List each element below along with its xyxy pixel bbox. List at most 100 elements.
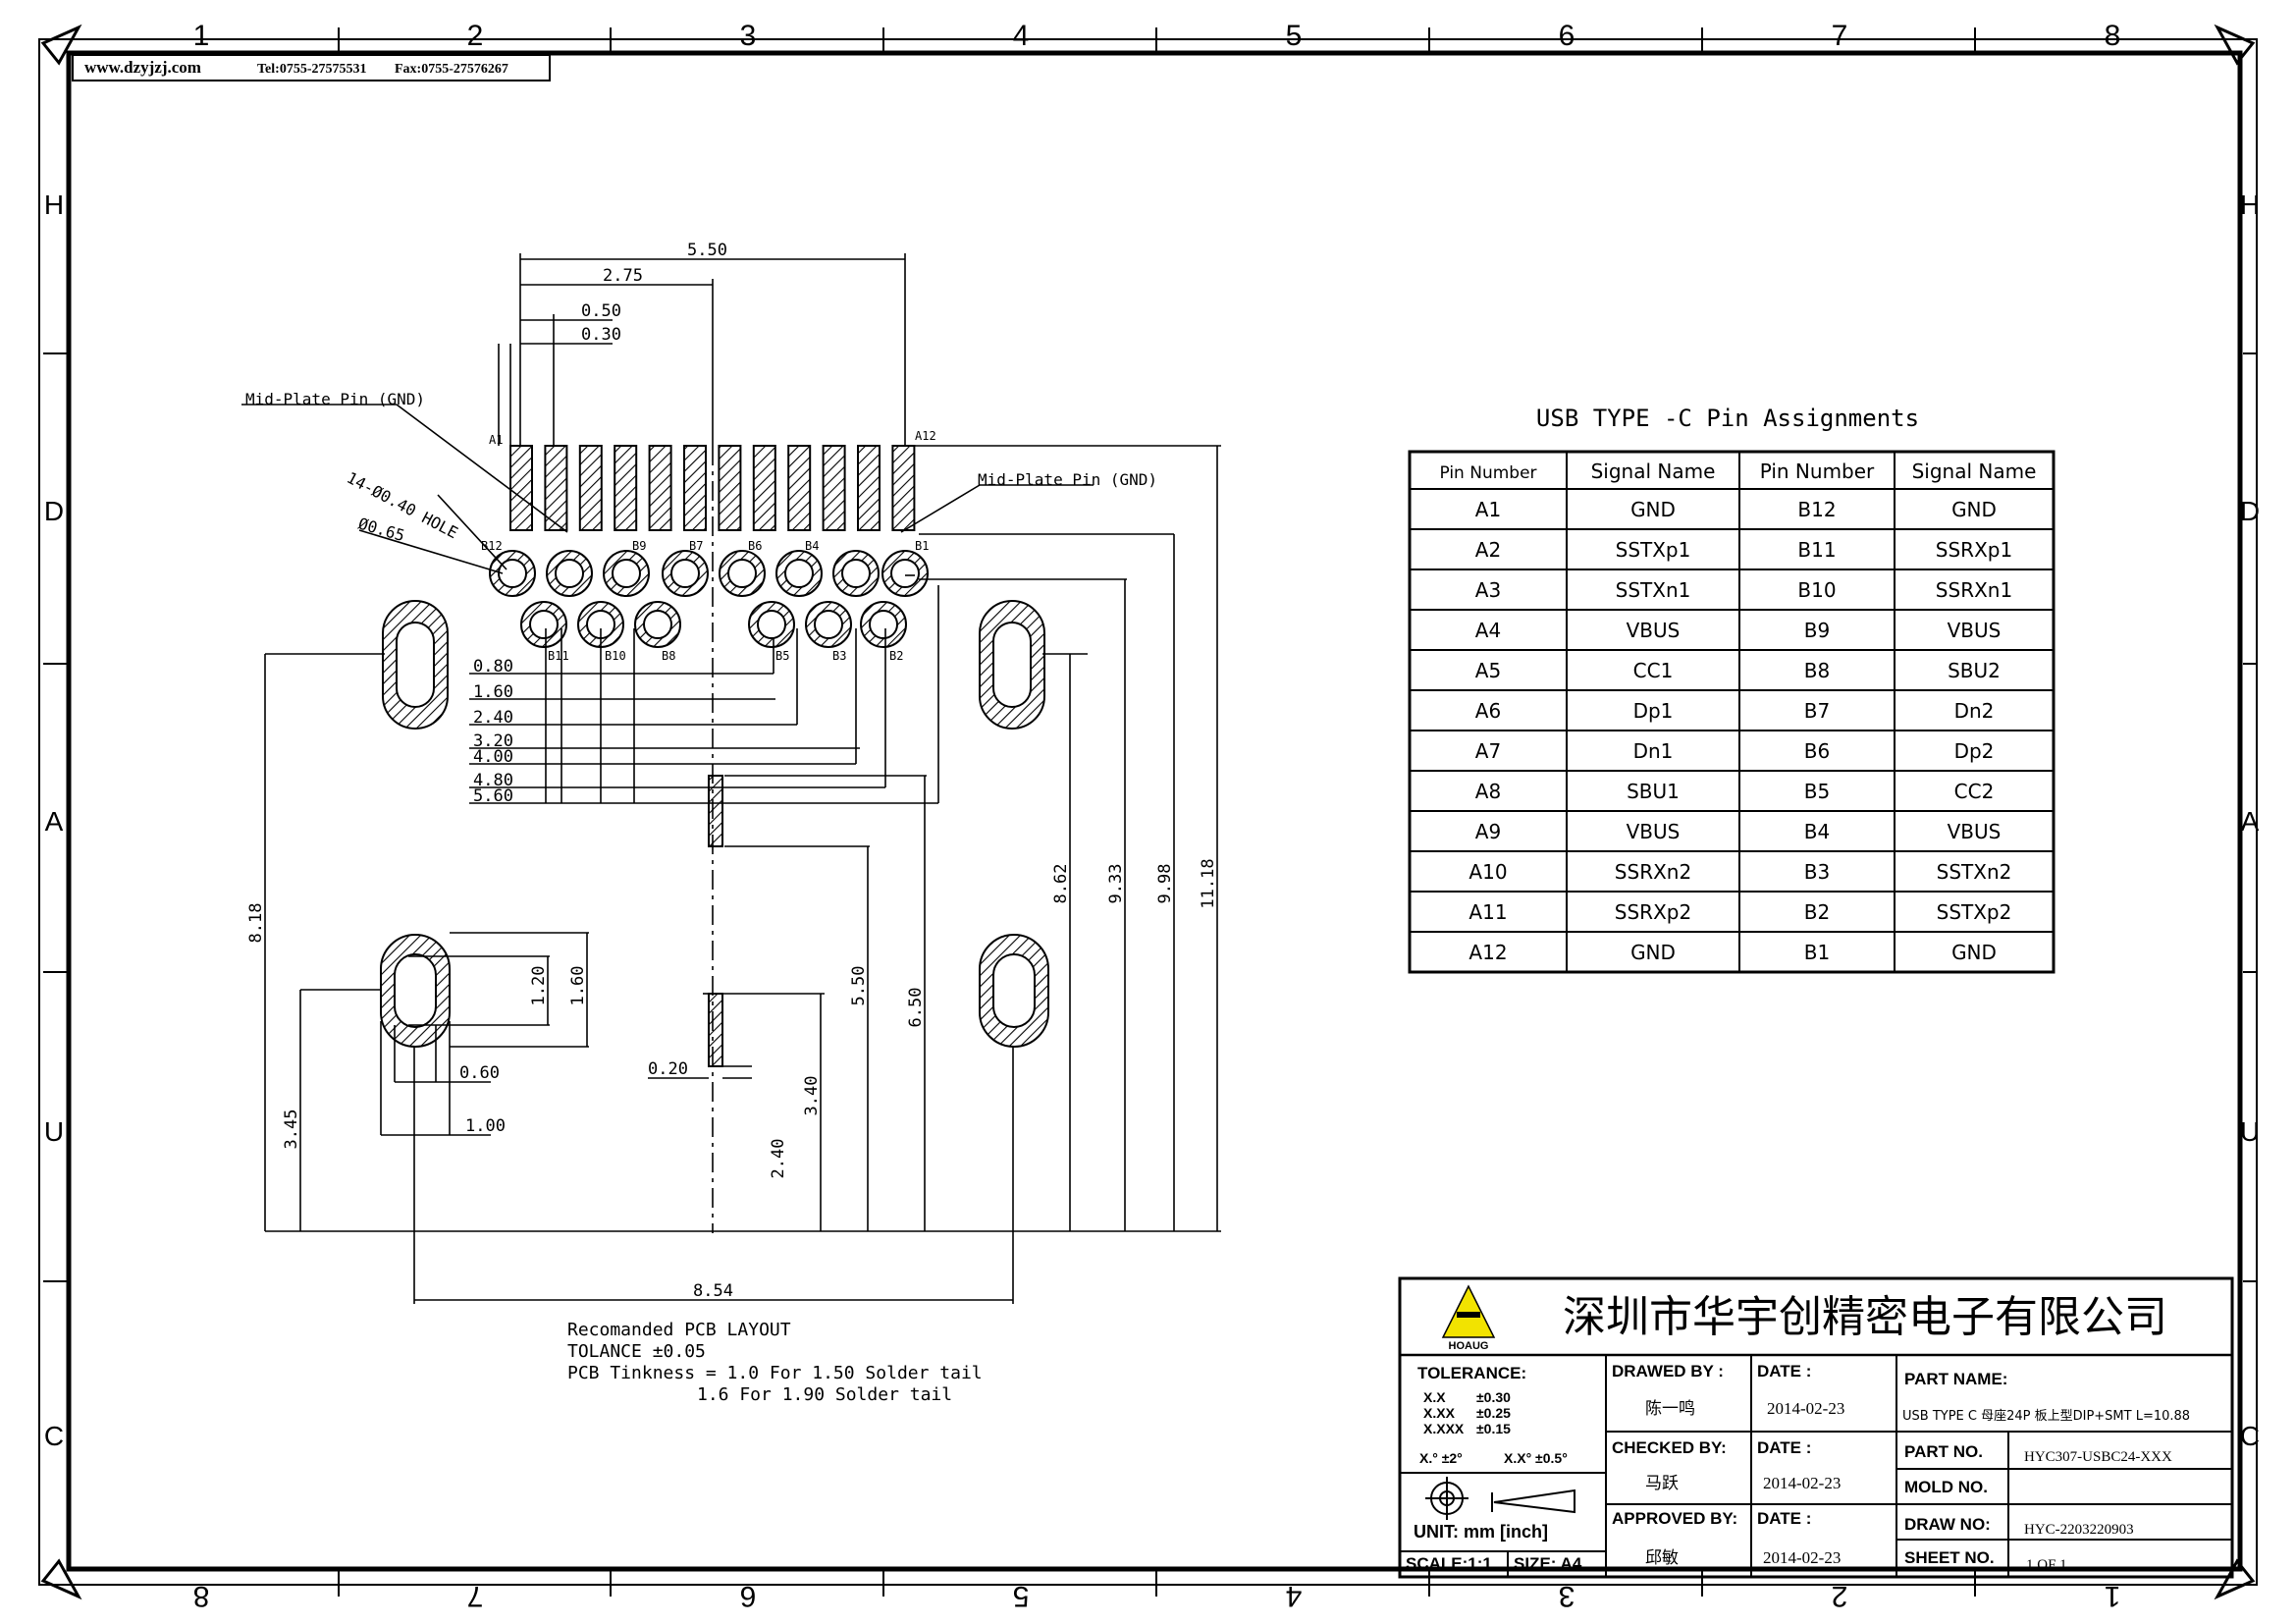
- tol-x-xx: X.XX: [1423, 1405, 1456, 1421]
- zone-bottom-4: 4: [1286, 1580, 1303, 1612]
- zone-bottom-3: 3: [1559, 1580, 1575, 1612]
- logo-text: HOAUG: [1449, 1340, 1489, 1352]
- website-url[interactable]: www.dzyjzj.com: [84, 58, 201, 77]
- zone-top-1: 1: [193, 20, 210, 52]
- pin-table-cell: SSTXp2: [1937, 900, 2012, 924]
- corner-mark-bl: [40, 1558, 82, 1600]
- tolerance-label: TOLERANCE:: [1417, 1364, 1526, 1382]
- dim-0-20: 0.20: [648, 1059, 688, 1079]
- zone-bottom-5: 5: [1013, 1580, 1030, 1612]
- dim-4-80: 4.80: [473, 771, 513, 790]
- date-label-1: DATE :: [1757, 1362, 1811, 1380]
- pin-table-cell: Dp1: [1633, 699, 1674, 723]
- part-no: HYC307-USBC24-XXX: [2024, 1449, 2172, 1465]
- pin-table-cell: VBUS: [1627, 820, 1681, 843]
- zone-top-3: 3: [740, 20, 757, 52]
- zone-bottom-8: 8: [193, 1580, 210, 1612]
- dim-1-60: 1.60: [473, 682, 513, 702]
- draw-no-label: DRAW NO:: [1904, 1515, 1991, 1534]
- pin-label-b8: B8: [662, 649, 675, 663]
- left-dim-lines: [469, 585, 939, 804]
- pin-table-header: Signal Name: [1591, 460, 1716, 483]
- through-hole-drill: [757, 610, 786, 639]
- pin-table-cell: VBUS: [1948, 820, 2002, 843]
- smt-pad: [648, 445, 672, 531]
- smt-pad: [822, 445, 846, 531]
- pin-table-header: Pin Number: [1760, 460, 1875, 483]
- zone-top-5: 5: [1286, 20, 1303, 52]
- dim-11-18: 11.18: [1199, 858, 1218, 908]
- zone-ticks: [43, 27, 2257, 1597]
- tol-angle-1: X.° ±2°: [1419, 1450, 1463, 1466]
- pad-note: Ø0.65: [356, 514, 407, 546]
- pin-label-b4: B4: [805, 539, 819, 553]
- smt-pad: [614, 445, 638, 531]
- pin-label-b6: B6: [748, 539, 762, 553]
- pin-label-b1: B1: [915, 539, 929, 553]
- pin-table-cell: A11: [1468, 900, 1507, 924]
- fax-number: Fax:0755-27576267: [395, 62, 508, 77]
- pin-table-cell: Dp2: [1954, 739, 1995, 763]
- dim-8-62: 8.62: [1051, 864, 1071, 904]
- mid-plate-label-left: Mid-Plate Pin (GND): [245, 390, 425, 408]
- pin-table-cell: Dn2: [1954, 699, 1995, 723]
- dim-6-50: 6.50: [906, 988, 926, 1028]
- pin-table-cell: A2: [1475, 538, 1501, 562]
- pin-table-cell: A1: [1475, 498, 1501, 521]
- dim-8-54: 8.54: [693, 1281, 733, 1301]
- zone-right-D: D: [2240, 496, 2260, 526]
- dim-4-00: 4.00: [473, 747, 513, 767]
- sheet-no: 1 OF 1: [2026, 1557, 2067, 1573]
- approved-date: 2014-02-23: [1763, 1548, 1841, 1567]
- pin-table-cell: GND: [1630, 498, 1676, 521]
- draw-no: HYC-2203220903: [2024, 1522, 2134, 1538]
- through-holes: [489, 550, 929, 648]
- pin-table-cell: SSRXn1: [1936, 578, 2012, 602]
- mounting-slots: [380, 600, 1049, 1048]
- outer-border: [38, 38, 2258, 1586]
- projection-symbol-icon: [1425, 1477, 1575, 1520]
- note-thickness-1: PCB Tinkness = 1.0 For 1.50 Solder tail: [567, 1363, 983, 1383]
- part-name-label: PART NAME:: [1904, 1370, 2007, 1388]
- pin-table-cell: B11: [1797, 538, 1836, 562]
- tol-angle-2: X.X° ±0.5°: [1504, 1450, 1568, 1466]
- tol-x-x-val: ±0.30: [1476, 1389, 1511, 1405]
- zone-top-6: 6: [1559, 20, 1575, 52]
- through-hole-drill: [498, 559, 527, 588]
- pin-assignment-table: Pin Number Signal Name Pin Number Signal Na…: [1408, 450, 2056, 974]
- drawn-date: 2014-02-23: [1767, 1399, 1844, 1418]
- pin-table-cell: Dn1: [1633, 739, 1674, 763]
- pin-table-cell: B5: [1804, 780, 1830, 803]
- smt-pad: [752, 445, 776, 531]
- mold-no-label: MOLD NO.: [1904, 1478, 1988, 1496]
- smt-pads: [509, 445, 916, 531]
- pin-table-header: Pin Number: [1439, 463, 1536, 483]
- smt-pad: [544, 445, 568, 531]
- drawn-by-label: DRAWED BY :: [1612, 1362, 1724, 1380]
- date-label-2: DATE :: [1757, 1438, 1811, 1457]
- dim-0-50: 0.50: [581, 301, 621, 321]
- through-hole-drill: [643, 610, 672, 639]
- pin-table-cell: SSTXn1: [1616, 578, 1691, 602]
- phone-number: Tel:0755-27575531: [257, 62, 366, 77]
- mid-plate-pad-top: [708, 775, 723, 847]
- zone-right-H: H: [2240, 189, 2260, 220]
- zone-top-4: 4: [1013, 20, 1030, 52]
- unit-label: UNIT: mm [inch]: [1414, 1522, 1548, 1542]
- pin-table-cell: VBUS: [1948, 619, 2002, 642]
- dim-5-50: 5.50: [687, 241, 727, 260]
- pin-table-header: Signal Name: [1912, 460, 2037, 483]
- zone-labels-right: H D A U C: [2240, 189, 2260, 1451]
- smt-pad: [683, 445, 707, 531]
- pin-table-cell: B3: [1804, 860, 1830, 884]
- pin-table-cell: SSRXp2: [1615, 900, 1691, 924]
- checked-by-label: CHECKED BY:: [1612, 1438, 1727, 1457]
- checked-by-name: 马跃: [1645, 1474, 1679, 1493]
- pin-table-cell: B10: [1797, 578, 1836, 602]
- drawn-by-name: 陈一鸣: [1645, 1399, 1695, 1419]
- dim-3-20: 3.20: [473, 731, 513, 751]
- pin-table-cell: CC1: [1633, 659, 1674, 682]
- sheet-no-label: SHEET NO.: [1904, 1548, 1995, 1567]
- pin-table-cell: B6: [1804, 739, 1830, 763]
- smt-pad: [509, 445, 533, 531]
